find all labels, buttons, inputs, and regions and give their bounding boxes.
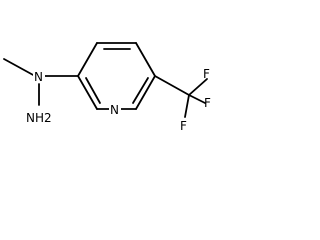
bond-c4-c5 [135,42,156,77]
bond-n1-c2 [77,75,98,110]
methylhydrazino-group [3,58,79,106]
pyridine-n-mask [109,102,121,116]
hydrazine-nitrogen-label: N [34,70,43,84]
fluorine-label-1: F [203,67,210,81]
bond-c-f2 [188,94,206,104]
double-bond-c5-c6 [132,77,149,104]
fluorine-label-2: F [204,96,211,110]
molecule-structure-diagram: N N NH2 F F F [3,42,211,133]
bond-c-f3 [184,94,190,118]
molecule-canvas: N N NH2 F F F [0,0,218,135]
bond-c5-c6 [135,75,156,110]
pyridine-ring [77,42,156,110]
bond-c2-c3 [77,42,98,77]
trifluoromethyl-group [154,75,208,118]
hydrazine-n-mask [33,69,45,83]
bond-c6-cf3 [154,75,190,96]
double-bond-n1-c2 [85,77,101,104]
amine-label: NH2 [26,111,52,125]
fluorine-label-3: F [180,119,187,133]
bond-n-methyl [3,58,36,77]
pyridine-nitrogen-label: N [110,103,119,117]
bond-c-f1 [188,78,208,96]
